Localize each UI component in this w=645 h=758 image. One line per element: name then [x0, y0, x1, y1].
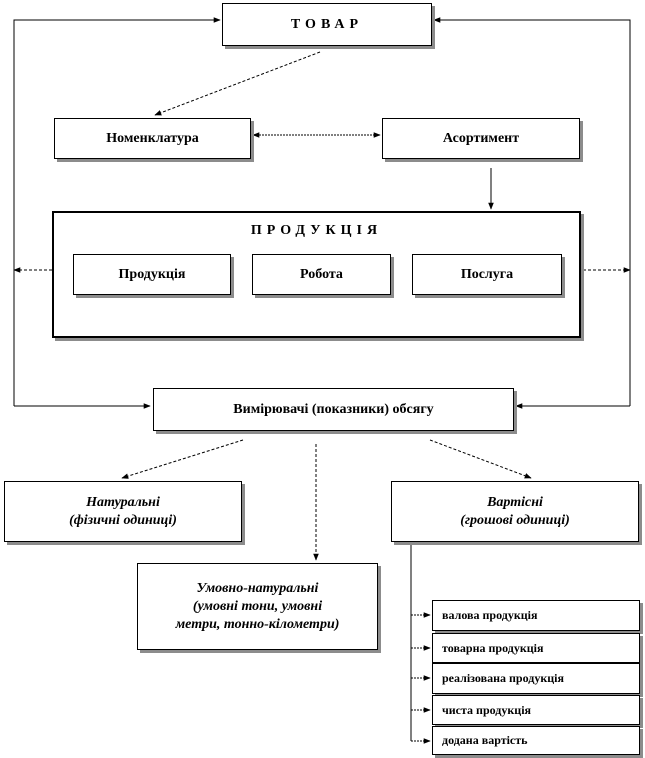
indicator-gross-output: валова продукція: [432, 600, 640, 631]
node-work-label: Робота: [300, 266, 343, 282]
node-value: Вартісні (грошові одиниці): [391, 481, 639, 542]
arrow-tovar-nomenclature: [154, 51, 321, 116]
node-nomenclature-label: Номенклатура: [106, 130, 199, 146]
node-volume-measures: Вимірювачі (показники) обсягу: [153, 388, 514, 431]
node-value-line1: Вартісні: [487, 494, 543, 510]
indicator-commodity-output: товарна продукція: [432, 633, 640, 663]
node-conditional-natural: Умовно-натуральні (умовні тони, умовні м…: [137, 563, 378, 650]
node-natural-line2: (фізичні одиниці): [69, 512, 177, 528]
node-conditional-line1: Умовно-натуральні: [196, 580, 319, 596]
node-tovar-label: ТОВАР: [290, 16, 364, 32]
arrow-measures-value: [429, 439, 532, 479]
node-product: Продукція: [73, 254, 231, 295]
right-rail-to-tovar: [433, 17, 631, 406]
node-nomenclature: Номенклатура: [54, 118, 251, 159]
node-natural-line1: Натуральні: [86, 494, 160, 510]
node-natural: Натуральні (фізичні одиниці): [4, 481, 242, 542]
node-assortment-label: Асортимент: [442, 130, 520, 146]
node-conditional-line2: (умовні тони, умовні: [192, 598, 323, 614]
indicator-value-added: додана вартість: [432, 726, 640, 755]
indicator-sold-output: реалізована продукція: [432, 663, 640, 694]
node-assortment: Асортимент: [382, 118, 580, 159]
indicator-net-output: чиста продукція: [432, 695, 640, 725]
node-service-label: Послуга: [460, 266, 514, 282]
node-service: Послуга: [412, 254, 562, 295]
left-rail-to-tovar: [13, 17, 221, 406]
node-products-group-title: ПРОДУКЦІЯ: [250, 223, 383, 238]
node-tovar: ТОВАР: [222, 3, 432, 46]
node-product-label: Продукція: [118, 266, 186, 282]
node-volume-measures-label: Вимірювачі (показники) обсягу: [233, 401, 434, 417]
arrow-measures-natural: [121, 439, 244, 479]
node-value-line2: (грошові одиниці): [460, 512, 570, 528]
node-work: Робота: [252, 254, 391, 295]
node-conditional-line3: метри, тонно-кілометри): [175, 616, 340, 632]
